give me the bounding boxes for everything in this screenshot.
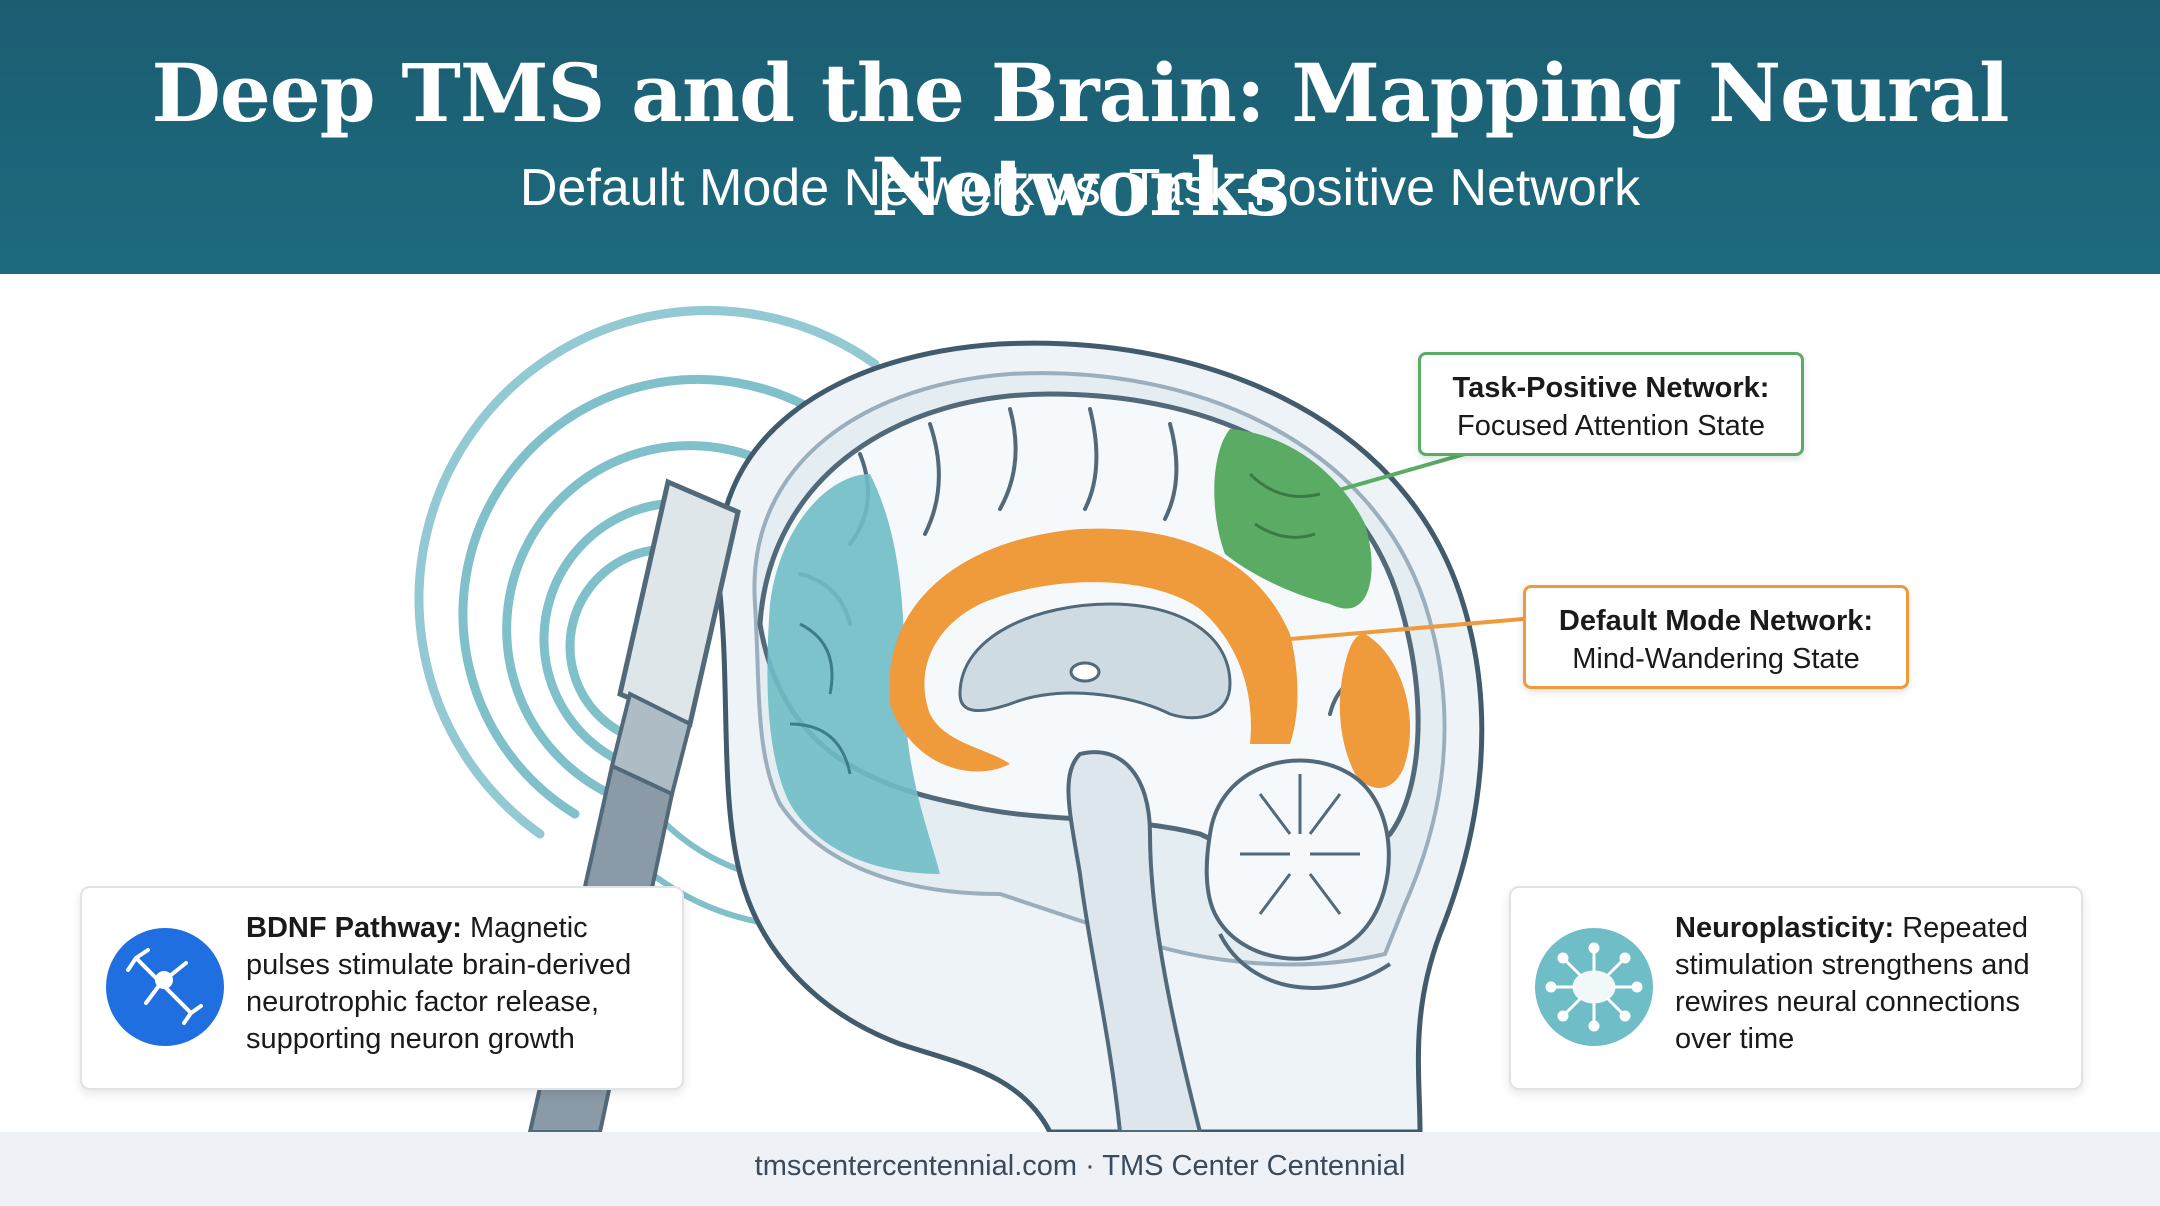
neuroplasticity-description: Repeated stimulation strengthens and rew… bbox=[1675, 912, 2030, 1055]
default-mode-heading: Default Mode Network: bbox=[1558, 605, 1874, 637]
footer-text: tmscentercentennial.com · TMS Center Cen… bbox=[754, 1150, 1406, 1182]
prefrontal-region bbox=[767, 474, 940, 874]
brainstem bbox=[1066, 750, 1203, 1132]
default-mode-callout: Default Mode Network: Mind-Wandering Sta… bbox=[1523, 585, 1909, 689]
neuroplasticity-text-block: Neuroplasticity: Repeated stimulation st… bbox=[1675, 910, 2067, 1058]
neuron-icon bbox=[106, 928, 224, 1046]
tpn-connector bbox=[1324, 452, 1466, 496]
page-subtitle: Default Mode Network vs. Task-Positive N… bbox=[519, 159, 1641, 217]
brain-network-icon bbox=[1535, 928, 1653, 1046]
default-mode-region bbox=[889, 528, 1298, 772]
task-positive-callout: Task-Positive Network: Focused Attention… bbox=[1418, 352, 1804, 456]
page-title: Deep TMS and the Brain: Mapping Neural N… bbox=[151, 46, 2009, 234]
bdnf-card: BDNF Pathway: Magnetic pulses stimulate … bbox=[80, 886, 684, 1090]
bdnf-description: Magnetic pulses stimulate brain-derived … bbox=[246, 912, 632, 1055]
neuroplasticity-card: Neuroplasticity: Repeated stimulation st… bbox=[1509, 886, 2083, 1090]
task-positive-text: Focused Attention State bbox=[1457, 410, 1765, 442]
dmn-connector bbox=[1289, 617, 1524, 641]
neuroplasticity-heading: Neuroplasticity: bbox=[1675, 912, 1903, 944]
cerebellum bbox=[1204, 758, 1392, 990]
thalamus bbox=[1069, 661, 1101, 683]
brain-illustration bbox=[414, 305, 1524, 1132]
task-positive-heading: Task-Positive Network: bbox=[1452, 372, 1770, 404]
default-mode-posterior-region bbox=[1339, 634, 1411, 788]
corpus-callosum bbox=[958, 602, 1232, 720]
task-positive-region bbox=[1214, 429, 1372, 609]
bdnf-text-block: BDNF Pathway: Magnetic pulses stimulate … bbox=[246, 910, 668, 1058]
footer-bar: tmscentercentennial.com · TMS Center Cen… bbox=[0, 1132, 2160, 1206]
bdnf-heading: BDNF Pathway: bbox=[246, 912, 470, 944]
default-mode-text: Mind-Wandering State bbox=[1572, 643, 1860, 675]
header-banner: Deep TMS and the Brain: Mapping Neural N… bbox=[0, 0, 2160, 274]
